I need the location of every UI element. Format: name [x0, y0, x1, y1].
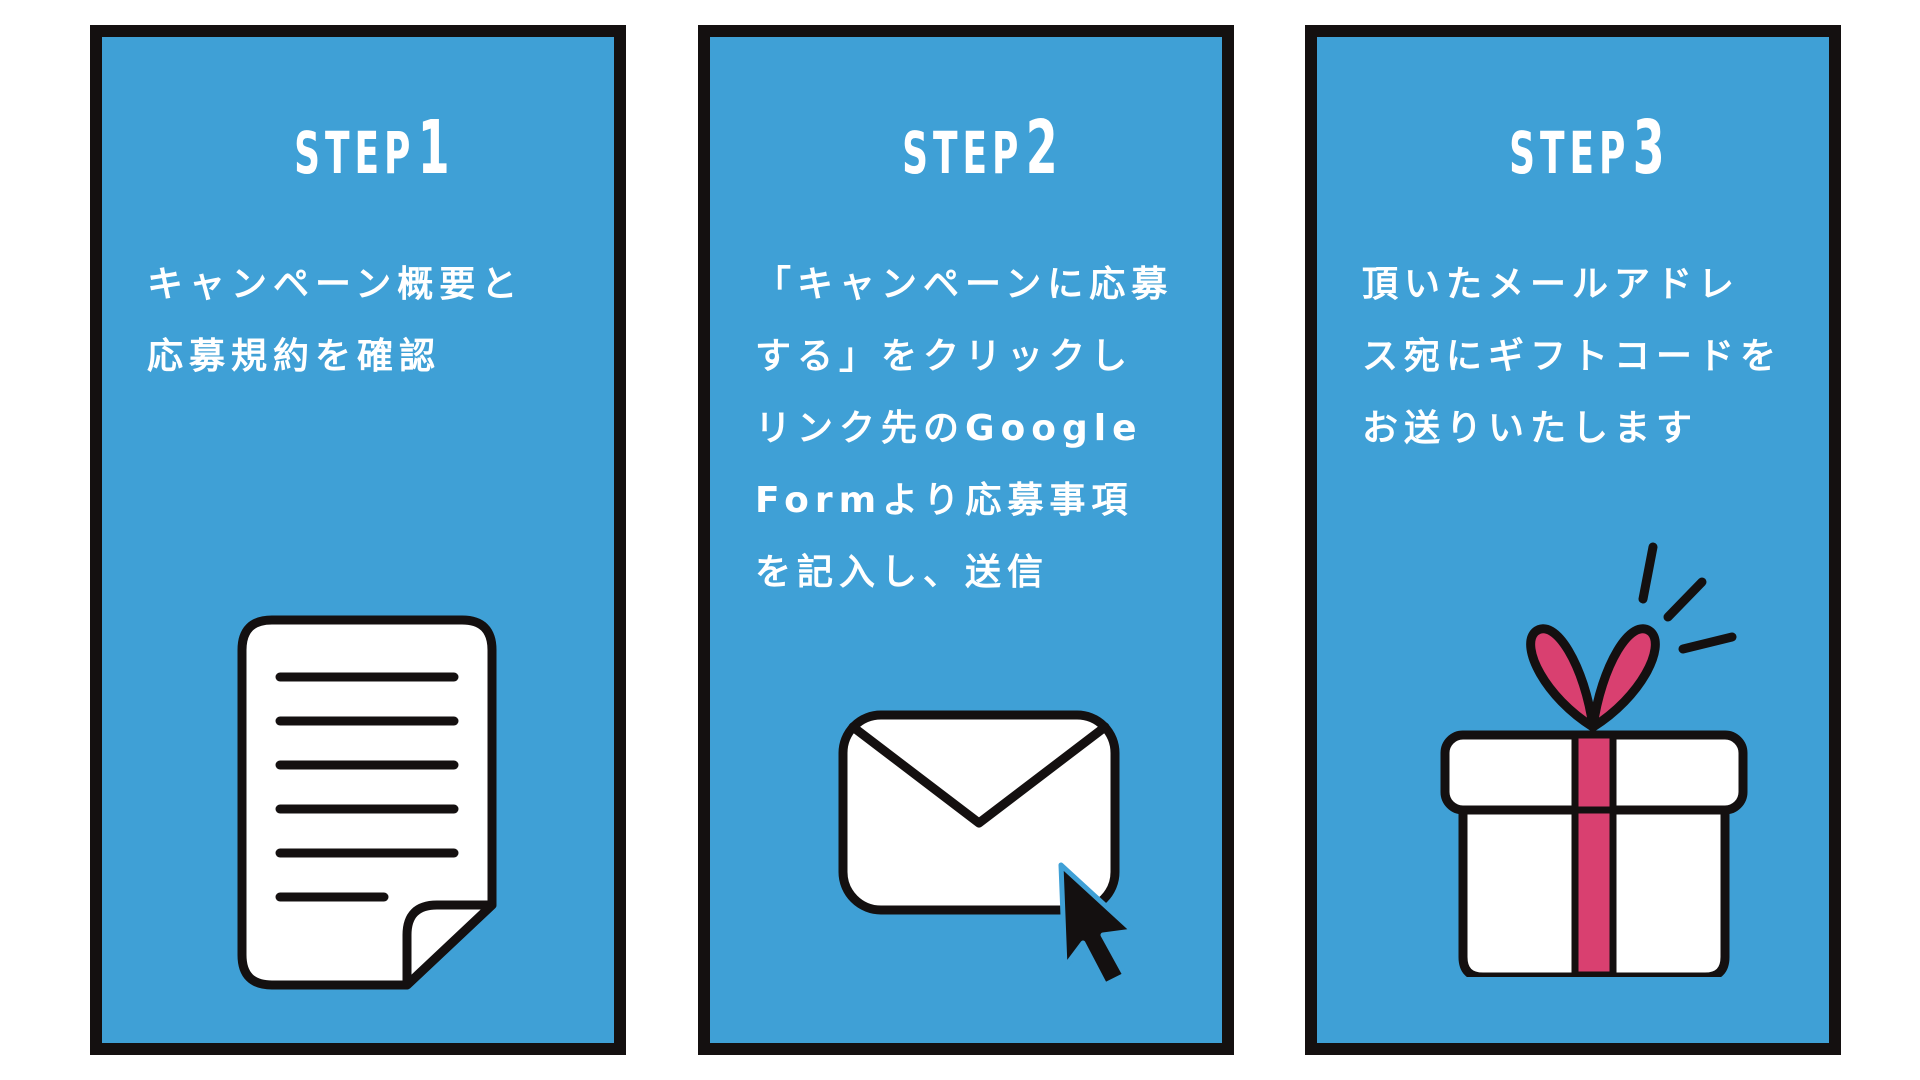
- step-3-number: 3: [1632, 105, 1665, 191]
- step-1-word: STEP: [293, 119, 415, 187]
- step-3-description: 頂いたメールアドレ ス宛にギフトコードを お送りいたします: [1362, 249, 1802, 465]
- step-2-card: STEP2 「キャンペーンに応募 する」をクリックし リンク先のGoogle F…: [698, 25, 1234, 1055]
- step-2-line-1: 「キャンペーンに応募: [755, 264, 1174, 305]
- step-2-title: STEP2: [710, 105, 1222, 191]
- step-2-line-3: リンク先のGoogle: [755, 408, 1143, 449]
- mail-click-icon: [838, 710, 1133, 988]
- step-2-line-4: Formより応募事項: [755, 480, 1134, 521]
- step-2-word: STEP: [901, 119, 1023, 187]
- step-2-number: 2: [1025, 105, 1058, 191]
- step-2-description: 「キャンペーンに応募 する」をクリックし リンク先のGoogle Formより応…: [755, 249, 1195, 609]
- document-icon: [237, 615, 497, 990]
- step-2-line-2: する」をクリックし: [755, 336, 1134, 377]
- step-3-line-3: お送りいたします: [1362, 408, 1699, 449]
- step-1-card: STEP1 キャンペーン概要と 応募規約を確認: [90, 25, 626, 1055]
- step-1-number: 1: [417, 105, 450, 191]
- step-1-description: キャンペーン概要と 応募規約を確認: [147, 249, 587, 393]
- sparkle-lines: [1638, 542, 1737, 654]
- step-3-word: STEP: [1508, 119, 1630, 187]
- cursor-arrow-icon: [1058, 862, 1133, 988]
- step-3-card: STEP3 頂いたメールアドレ ス宛にギフトコードを お送りいたします: [1305, 25, 1841, 1055]
- gift-icon: [1440, 542, 1748, 977]
- step-1-line-2: 応募規約を確認: [147, 336, 442, 377]
- step-1-line-1: キャンペーン概要と: [147, 264, 524, 305]
- step-3-line-2: ス宛にギフトコードを: [1362, 336, 1783, 377]
- step-3-line-1: 頂いたメールアドレ: [1362, 264, 1741, 305]
- step-1-title: STEP1: [102, 105, 614, 191]
- step-3-title: STEP3: [1317, 105, 1829, 191]
- step-2-line-5: を記入し、送信: [755, 552, 1050, 593]
